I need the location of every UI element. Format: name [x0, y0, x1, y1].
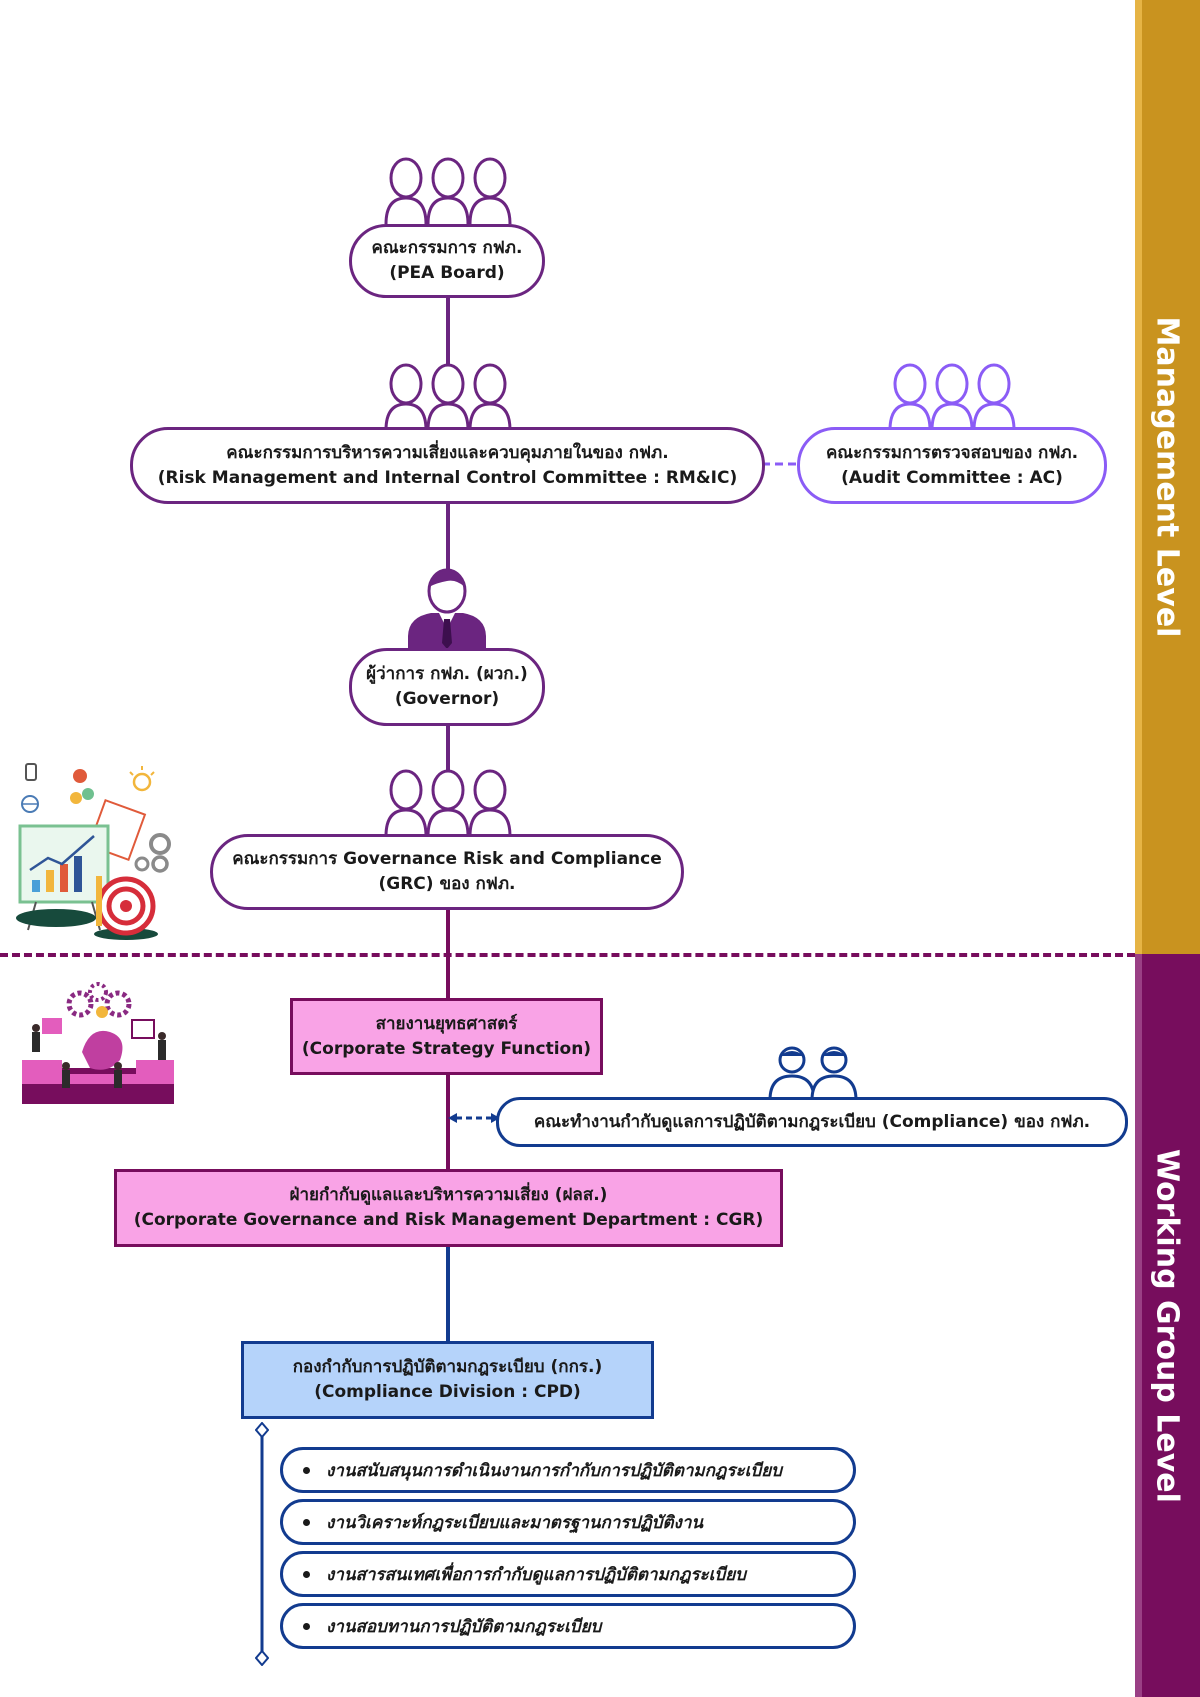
task-item: งานสอบทานการปฏิบัติตามกฎระเบียบ	[280, 1603, 856, 1649]
management-level-band: Management Level	[1135, 0, 1200, 954]
grc-committee-node: คณะกรรมการ Governance Risk and Complianc…	[210, 834, 684, 910]
task-label: งานสนับสนุนการดำเนินงานการกำกับการปฏิบัต…	[326, 1460, 782, 1481]
cgr-department-node: ฝ่ายกำกับดูแลและบริหารความเสี่ยง (ฝลส.) …	[114, 1169, 783, 1247]
rmic-english: (Risk Management and Internal Control Co…	[157, 467, 738, 488]
committee-people-icon	[384, 157, 512, 224]
pea-board-node: คณะกรรมการ กฟภ. (PEA Board)	[349, 224, 545, 298]
bullet-icon	[303, 1570, 310, 1578]
teamwork-gears-illustration	[22, 982, 174, 1104]
cpd-division-node: กองกำกับการปฏิบัติตามกฎระเบียบ (กกร.) (C…	[241, 1341, 654, 1419]
cgr-department-thai: ฝ่ายกำกับดูแลและบริหารความเสี่ยง (ฝลส.)	[289, 1185, 608, 1206]
governor-thai: ผู้ว่าการ กฟภ. (ผวก.)	[366, 664, 528, 685]
cpd-division-thai: กองกำกับการปฏิบัติตามกฎระเบียบ (กกร.)	[292, 1357, 603, 1378]
connector-compliance-team	[448, 1113, 500, 1123]
committee-people-icon	[384, 363, 512, 430]
corporate-strategy-node: สายงานยุทธศาสตร์ (Corporate Strategy Fun…	[290, 998, 603, 1075]
committee-people-icon	[384, 769, 512, 836]
connector-rmic-governor	[446, 502, 450, 632]
connector-rmic-audit	[762, 462, 800, 466]
cpd-division-english: (Compliance Division : CPD)	[314, 1382, 581, 1402]
task-bracket-line	[255, 1422, 269, 1666]
audit-committee-english: (Audit Committee : AC)	[841, 467, 1063, 488]
working-group-level-label: Working Group Level	[1149, 1148, 1185, 1503]
bullet-icon	[303, 1466, 310, 1474]
connector-board-rmic	[446, 296, 450, 428]
task-label: งานสารสนเทศเพื่อการกำกับดูแลการปฏิบัติตา…	[326, 1564, 746, 1585]
governor-english: (Governor)	[394, 689, 500, 709]
working-band-edge	[1135, 954, 1142, 1697]
pea-board-thai: คณะกรรมการ กฟภ.	[371, 238, 523, 259]
bullet-icon	[303, 1622, 310, 1630]
working-team-icon	[768, 1046, 858, 1100]
connector-cgr-cpd	[446, 1245, 450, 1343]
task-label: งานสอบทานการปฏิบัติตามกฎระเบียบ	[326, 1616, 602, 1637]
committee-people-icon	[888, 363, 1016, 430]
grc-committee-line1: คณะกรรมการ Governance Risk and Complianc…	[232, 849, 662, 870]
grc-committee-line2: (GRC) ของ กฟภ.	[378, 874, 516, 894]
governor-node: ผู้ว่าการ กฟภ. (ผวก.) (Governor)	[349, 648, 545, 726]
audit-committee-node: คณะกรรมการตรวจสอบของ กฟภ. (Audit Committ…	[797, 427, 1107, 504]
task-label: งานวิเคราะห์กฎระเบียบและมาตรฐานการปฏิบัต…	[326, 1512, 703, 1533]
working-group-level-band: Working Group Level	[1135, 954, 1200, 1697]
rmic-thai: คณะกรรมการบริหารความเสี่ยงและควบคุมภายใน…	[226, 442, 669, 463]
management-level-label: Management Level	[1149, 316, 1185, 638]
management-band-edge	[1135, 0, 1142, 954]
audit-committee-thai: คณะกรรมการตรวจสอบของ กฟภ.	[825, 442, 1079, 463]
bullet-icon	[303, 1518, 310, 1526]
corporate-strategy-thai: สายงานยุทธศาสตร์	[375, 1013, 518, 1034]
compliance-team-label: คณะทำงานกำกับดูแลการปฏิบัติตามกฎระเบียบ …	[533, 1111, 1091, 1132]
level-divider	[0, 953, 1135, 957]
rmic-node: คณะกรรมการบริหารความเสี่ยงและควบคุมภายใน…	[130, 427, 765, 504]
task-item: งานวิเคราะห์กฎระเบียบและมาตรฐานการปฏิบัต…	[280, 1499, 856, 1545]
task-item: งานสารสนเทศเพื่อการกำกับดูแลการปฏิบัติตา…	[280, 1551, 856, 1597]
corporate-strategy-english: (Corporate Strategy Function)	[301, 1038, 592, 1059]
task-item: งานสนับสนุนการดำเนินงานการกำกับการปฏิบัต…	[280, 1447, 856, 1493]
cgr-department-english: (Corporate Governance and Risk Managemen…	[133, 1210, 764, 1230]
executive-person-icon	[408, 568, 486, 651]
strategy-analytics-illustration	[16, 763, 171, 940]
pea-board-english: (PEA Board)	[389, 263, 505, 283]
compliance-team-node: คณะทำงานกำกับดูแลการปฏิบัติตามกฎระเบียบ …	[496, 1097, 1128, 1147]
